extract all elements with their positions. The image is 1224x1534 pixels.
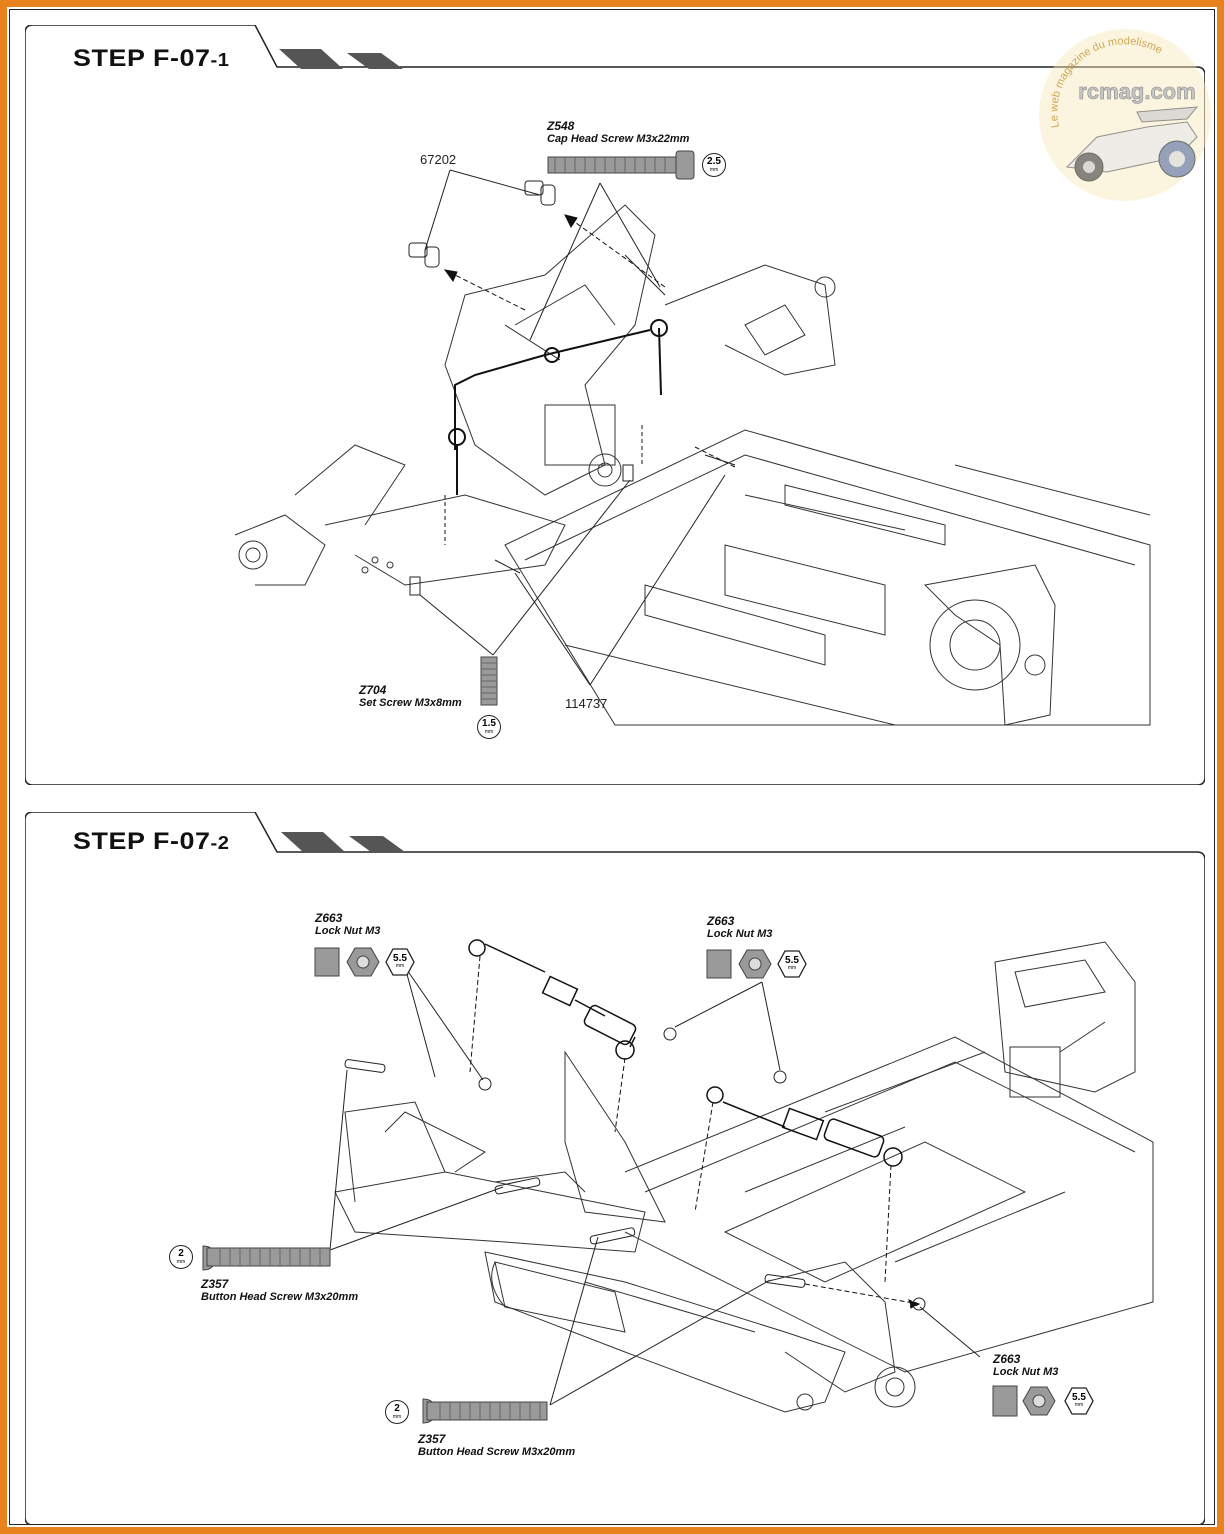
front-hub	[664, 264, 836, 376]
z357-bottom-callout: Z357 Button Head Screw M3x20mm	[418, 1433, 575, 1459]
pins	[409, 254, 736, 596]
z663-right-code: Z663	[993, 1352, 1021, 1366]
step-title: STEP F-07-2	[73, 828, 230, 855]
rear-hub	[234, 444, 406, 586]
z548-desc: Cap Head Screw M3x22mm	[547, 133, 690, 145]
z663-left-callout: Z663 Lock Nut M3	[315, 912, 380, 938]
step-f07-1-panel: STEP F-07-1	[25, 25, 1205, 785]
insert-arrows	[443, 214, 736, 545]
z704-code: Z704	[359, 683, 387, 697]
shock-body	[491, 1261, 626, 1333]
z663-right-callout: Z663 Lock Nut M3	[993, 1353, 1058, 1379]
bulkhead	[444, 204, 656, 496]
part-114737-label: 114737	[565, 696, 608, 711]
chassis-plate	[504, 429, 1151, 726]
z663-mid-nut-icon	[706, 949, 772, 979]
gearbox	[994, 941, 1136, 1098]
z357-bottom-code: Z357	[418, 1432, 446, 1446]
chassis-plate	[624, 1036, 1154, 1373]
lower-arm	[324, 494, 566, 586]
z663-right-desc: Lock Nut M3	[993, 1366, 1059, 1378]
z704-desc: Set Screw M3x8mm	[359, 697, 462, 709]
z548-callout: Z548 Cap Head Screw M3x22mm	[547, 120, 689, 146]
steering-link-upper	[468, 939, 637, 1060]
z704-callout: Z704 Set Screw M3x8mm	[359, 684, 462, 710]
camber-link	[448, 319, 668, 495]
leader-lines	[329, 966, 981, 1406]
part-67202-label: 67202	[420, 152, 457, 167]
front-hub	[764, 1261, 916, 1408]
z548-screw-icon	[547, 150, 695, 180]
z663-mid-callout: Z663 Lock Nut M3	[707, 915, 772, 941]
z663-left-desc: Lock Nut M3	[315, 925, 381, 937]
z357-bottom-desc: Button Head Screw M3x20mm	[418, 1446, 576, 1458]
insert-paths	[469, 955, 921, 1309]
z357-left-code: Z357	[201, 1277, 229, 1291]
pins-and-nuts	[344, 1027, 926, 1311]
title-stripes	[279, 49, 403, 69]
z548-code: Z548	[547, 119, 575, 133]
chassis-assembly-drawing	[202, 939, 1154, 1424]
steering-link-lower	[706, 1086, 903, 1167]
step-f07-2-panel: STEP F-07-2	[25, 812, 1205, 1525]
z663-mid-desc: Lock Nut M3	[707, 928, 773, 940]
watermark-brand: rcmag.com	[1078, 79, 1195, 104]
leader-lines	[419, 169, 726, 686]
buggy-icon	[1065, 106, 1199, 182]
z663-left-code: Z663	[315, 911, 343, 925]
front-suspension	[334, 1050, 666, 1253]
chassis-assembly-drawing	[234, 150, 1151, 726]
title-stripes	[281, 832, 405, 852]
z704-setscrew-icon	[480, 656, 498, 706]
lower-arm	[484, 1251, 846, 1413]
z357-bottom-screw-icon	[422, 1398, 548, 1424]
z663-right-nut-icon	[992, 1385, 1056, 1417]
gearbox	[923, 564, 1056, 726]
z357-left-screw-icon	[202, 1245, 331, 1271]
rcmag-watermark-logo: Le web magazine du modelisme rcmag.com	[1039, 29, 1211, 201]
ball-studs	[408, 180, 556, 268]
z663-mid-code: Z663	[707, 914, 735, 928]
z357-left-callout: Z357 Button Head Screw M3x20mm	[201, 1278, 358, 1304]
step-title: STEP F-07-1	[73, 45, 230, 72]
z663-left-nut-icon	[314, 947, 380, 977]
z357-left-desc: Button Head Screw M3x20mm	[201, 1291, 359, 1303]
